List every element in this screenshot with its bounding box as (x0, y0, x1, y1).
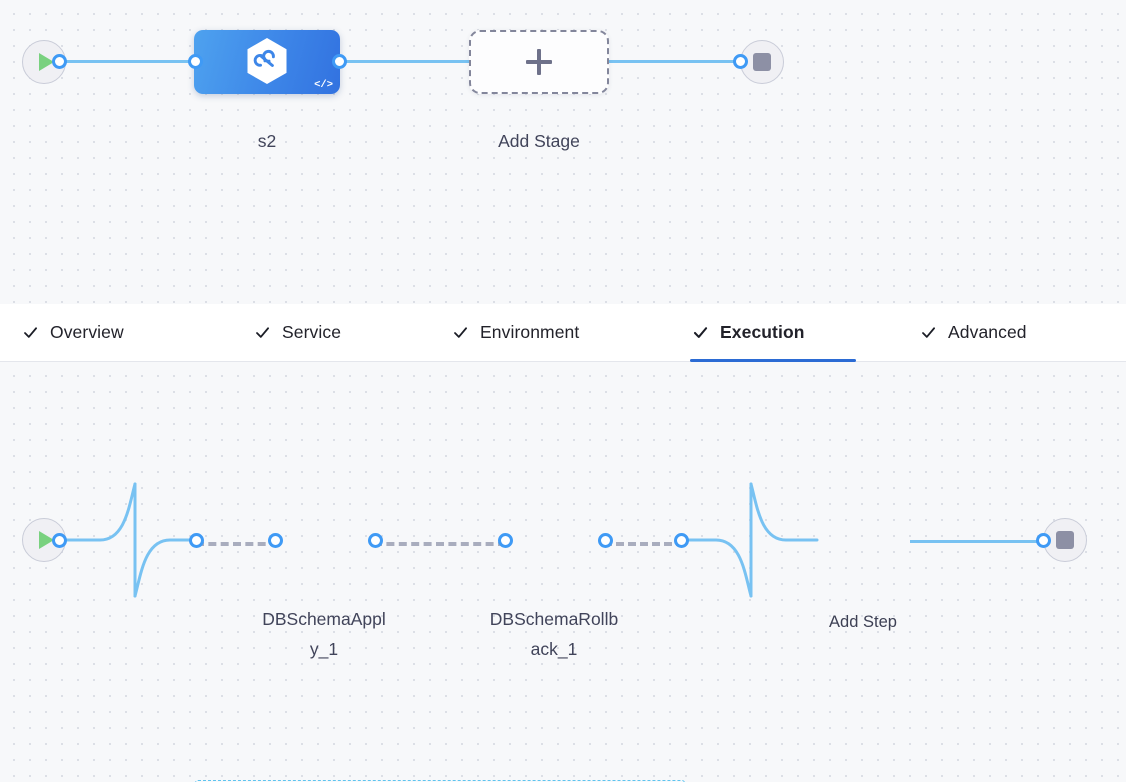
step-rollback-output-port[interactable] (598, 533, 613, 548)
check-icon (693, 327, 708, 338)
stage-input-port[interactable] (188, 54, 203, 69)
plus-icon (526, 49, 552, 75)
edge-start-to-stage (59, 60, 201, 63)
step-apply-label-line2: y_1 (309, 639, 339, 660)
edge-start-to-group (55, 482, 203, 598)
group-exit-port[interactable] (674, 533, 689, 548)
stage-start-node[interactable] (22, 40, 66, 84)
stage-output-port[interactable] (332, 54, 347, 69)
stage-canvas[interactable]: </> s2 Add Stage (0, 0, 1126, 304)
check-icon (454, 327, 468, 338)
stage-end-port[interactable] (733, 54, 748, 69)
stop-icon (1056, 531, 1074, 549)
step-rollback-label-line2: ack_1 (530, 639, 578, 660)
stop-icon (753, 53, 771, 71)
play-icon (38, 531, 54, 549)
edge-group-entry-to-apply (196, 542, 278, 546)
step-apply-input-port[interactable] (268, 533, 283, 548)
group-entry-port[interactable] (189, 533, 204, 548)
check-icon (24, 327, 38, 338)
stage-node-s2[interactable]: </> (194, 30, 340, 94)
step-apply-output-port[interactable] (368, 533, 383, 548)
edge-add-step-to-end (910, 540, 1050, 543)
pipeline-hexagon-icon (245, 37, 289, 85)
tab-service[interactable]: Service (252, 304, 369, 361)
tab-label: Advanced (948, 322, 1027, 342)
tab-execution[interactable]: Execution (690, 304, 856, 362)
check-icon (256, 327, 270, 338)
execution-steps-canvas[interactable]: stepGroup1 (0, 362, 1126, 782)
tab-label: Environment (480, 322, 580, 342)
add-stage-button[interactable] (469, 30, 609, 94)
check-icon (922, 327, 936, 338)
add-step-label: Add Step (829, 613, 897, 631)
play-icon (38, 53, 54, 71)
stage-start-port[interactable] (52, 54, 67, 69)
steps-end-port[interactable] (1036, 533, 1051, 548)
edge-group-to-add-step (686, 482, 819, 598)
tab-label: Execution (720, 322, 805, 342)
step-rollback-label-line1: DBSchemaRollb (489, 609, 619, 629)
edge-apply-to-rollback (374, 542, 506, 546)
step-apply-label-line1: DBSchemaAppl (262, 609, 386, 629)
tab-environment[interactable]: Environment (450, 304, 616, 361)
steps-start-port[interactable] (52, 533, 67, 548)
tab-advanced[interactable]: Advanced (918, 304, 1051, 361)
tab-label: Overview (50, 322, 124, 342)
stage-config-tabs: Overview Service Environment Execution A… (0, 304, 1126, 362)
tab-overview[interactable]: Overview (20, 304, 152, 361)
edge-rollback-to-group-exit (604, 542, 684, 546)
tab-label: Service (282, 322, 342, 342)
stage-code-icon[interactable]: </> (314, 78, 333, 91)
step-rollback-input-port[interactable] (498, 533, 513, 548)
step-group-container[interactable] (195, 780, 685, 782)
add-stage-label: Add Stage (498, 131, 580, 151)
stage-label: s2 (257, 131, 277, 151)
